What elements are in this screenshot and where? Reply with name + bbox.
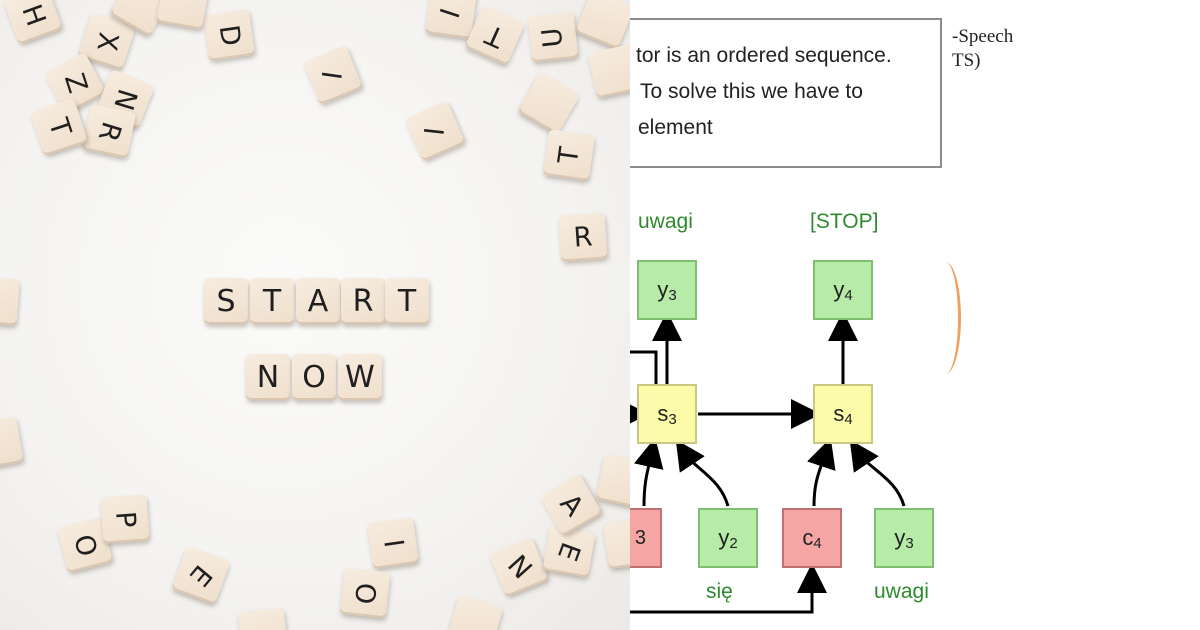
input-word-label: się [706,580,733,603]
letter-tile: N [489,537,549,597]
letter-tile [446,594,504,630]
letter-tile: P [100,494,150,544]
arrow [630,563,827,614]
side-text: -Speech [952,26,1014,47]
word-tile-now: O [292,354,336,400]
seq2seq-diagram-panel: tor is an ordered sequence. To solve thi… [630,0,1200,630]
arrow [630,350,658,384]
letter-tile: R [81,103,137,159]
output-word-label: uwagi [638,210,693,233]
letter-tile: H [3,0,63,45]
letter-tile: I [367,517,419,569]
arrow [634,437,664,507]
letter-tile [575,0,630,49]
word-tile-now: N [246,354,290,400]
context-node-c3: 3 [630,508,662,568]
word-tile-start: T [250,278,294,324]
diagram-arrows [630,311,906,614]
word-tile-start: A [296,278,340,324]
arrow [807,437,836,507]
letter-tile: I [425,0,477,39]
word-tile-start: S [204,278,248,324]
letter-tile [595,453,630,509]
note-line: To solve this we have to [640,80,863,103]
arrow [849,439,906,507]
note-box [630,18,942,168]
letter-tile: O [339,567,391,619]
letter-tile [0,416,24,470]
arrow [675,439,730,507]
letter-tile: T [543,129,595,181]
letter-tile: E [171,545,231,605]
letter-tile [156,0,210,30]
input-word-label: uwagi [874,580,929,603]
output-word-label: [STOP] [810,210,879,233]
word-tile-now: W [338,354,382,400]
note-line: element [638,116,713,139]
letter-tiles-photo: H X Z N R T D I I I T U T R O P E I O N … [0,0,630,630]
letter-tile [587,43,630,99]
word-tile-start: R [341,278,385,324]
letter-tile [603,517,630,569]
letter-tile: D [203,9,255,61]
side-text: TS) [952,50,981,71]
letter-tile: R [558,212,608,262]
letter-tile: I [404,100,466,162]
letter-tile [0,276,20,326]
orange-arc [930,262,961,374]
letter-tile: I [303,45,363,105]
letter-tile: U [527,11,579,63]
word-tile-start: T [385,278,429,324]
letter-tile [517,71,581,135]
note-line: tor is an ordered sequence. [636,44,892,67]
letter-tile [237,607,289,630]
